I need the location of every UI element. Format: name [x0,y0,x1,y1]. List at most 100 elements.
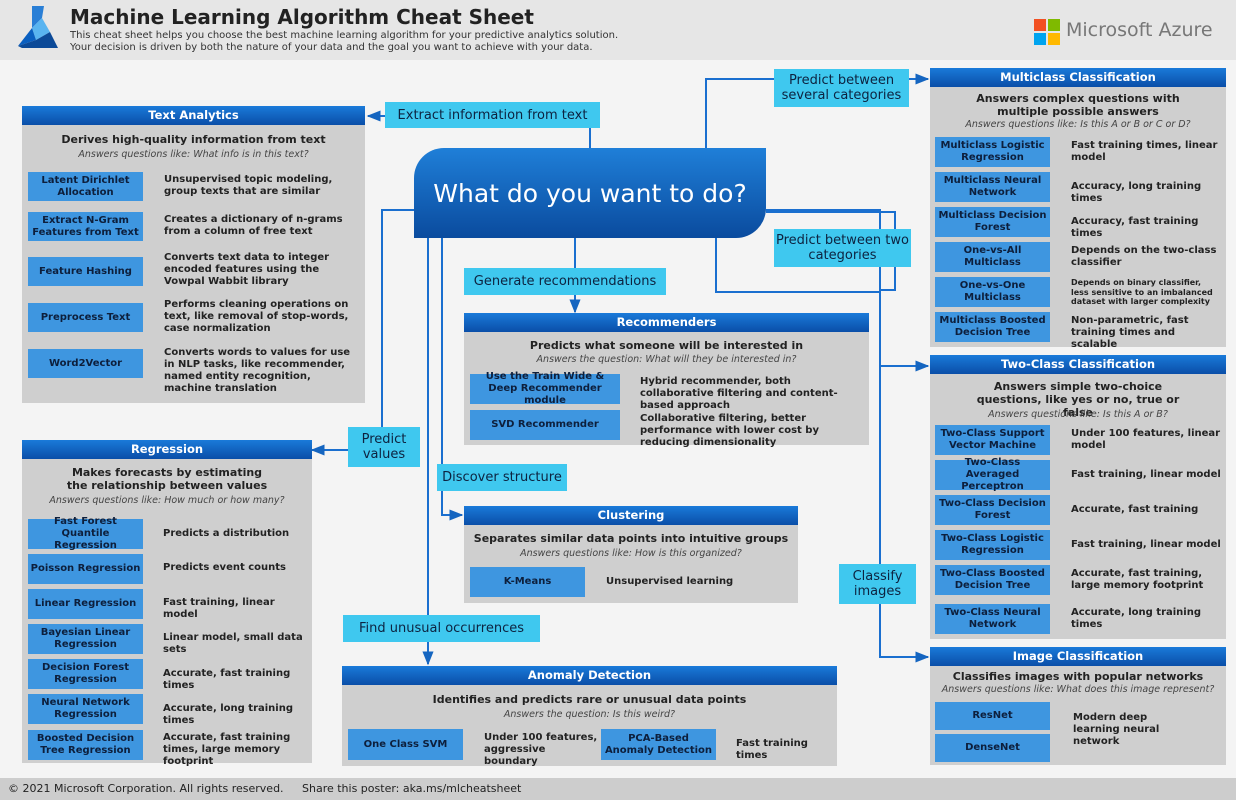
clustering-header: Clustering [464,506,798,525]
algo-two-class-boosted: Two-Class Boosted Decision Tree [935,565,1050,595]
algo-pca-anomaly: PCA-Based Anomaly Detection [601,729,716,760]
copyright-text: © 2021 Microsoft Corporation. All rights… [8,782,284,795]
desc-ngram: Creates a dictionary of n-grams from a c… [164,214,343,237]
algo-k-means: K-Means [470,567,585,597]
algo-linear-regression: Linear Regression [28,589,143,619]
desc-decision-forest-regression: Accurate, fast training times [163,668,291,691]
two-class-title: Answers simple two-choice questions, lik… [976,380,1180,419]
action-predict-two: Predict between two categories [774,229,911,267]
share-link[interactable]: Share this poster: aka.ms/mlcheatsheet [302,782,522,795]
algo-bayesian-linear: Bayesian Linear Regression [28,624,143,654]
desc-multiclass-logistic: Fast training times, linear model [1071,140,1218,163]
algo-multiclass-neural: Multiclass Neural Network [935,172,1050,202]
anomaly-detection-question: Answers the question: Is this weird? [503,709,676,720]
algo-boosted-decision-tree-regression: Boosted Decision Tree Regression [28,730,143,760]
two-class-panel: Two-Class Classification Answers simple … [930,355,1226,639]
desc-one-class-svm: Under 100 features, aggressive boundary [484,732,598,767]
algo-one-vs-one: One-vs-One Multiclass [935,277,1050,307]
desc-two-class-neural: Accurate, long training times [1071,607,1202,630]
desc-preprocess-text: Performs cleaning operations on text, li… [164,299,349,334]
image-classification-question: Answers questions like: What does this i… [941,684,1215,695]
algo-two-class-logistic: Two-Class Logistic Regression [935,530,1050,560]
algo-lda: Latent Dirichlet Allocation [28,172,143,201]
center-question: What do you want to do? [414,148,766,238]
image-classification-panel: Image Classification Classifies images w… [930,647,1226,765]
regression-panel: Regression Makes forecasts by estimating… [22,440,312,767]
algo-resnet: ResNet [935,702,1050,730]
desc-lda: Unsupervised topic modeling, group texts… [164,174,333,197]
line-to-regression [310,209,414,456]
desc-feature-hashing: Converts text data to integer encoded fe… [164,252,330,287]
algo-multiclass-boosted: Multiclass Boosted Decision Tree [935,312,1050,342]
algo-decision-forest-regression: Decision Forest Regression [28,659,143,689]
action-find-unusual: Find unusual occurrences [343,615,540,642]
action-generate-recommendations: Generate recommendations [464,268,666,295]
action-classify-images: Classify images [839,564,916,604]
desc-svd-recommender: Collaborative filtering, better performa… [640,413,819,448]
regression-question: Answers questions like: How much or how … [49,495,285,506]
action-extract-text: Extract information from text [385,102,600,128]
action-discover-structure: Discover structure [437,464,567,491]
recommenders-question: Answers the question: What will they be … [536,354,797,365]
text-analytics-panel: Text Analytics Derives high-quality info… [22,106,365,403]
multiclass-header: Multiclass Classification [930,68,1226,87]
algo-feature-hashing: Feature Hashing [28,257,143,286]
page-title: Machine Learning Algorithm Cheat Sheet [70,5,534,29]
clustering-title: Separates similar data points into intui… [473,532,789,545]
desc-two-class-svm: Under 100 features, linear model [1071,428,1221,451]
algo-fast-forest-quantile: Fast Forest Quantile Regression [28,516,143,551]
text-analytics-title: Derives high-quality information from te… [61,133,326,146]
subtitle-line-1: This cheat sheet helps you choose the be… [70,30,619,41]
line-to-two-class [766,209,930,372]
desc-wide-deep: Hybrid recommender, both collaborative f… [640,376,838,411]
algo-two-class-decision-forest: Two-Class Decision Forest [935,495,1050,525]
desc-fast-forest-quantile: Predicts a distribution [163,528,290,539]
line-to-image-class [766,211,930,663]
action-predict-values: Predict values [348,427,420,467]
algo-wide-deep: Use the Train Wide & Deep Recommender mo… [470,371,620,406]
multiclass-panel: Multiclass Classification Answers comple… [930,68,1226,350]
line-to-clustering [441,238,464,521]
algo-svd-recommender: SVD Recommender [470,410,620,440]
algo-multiclass-logistic: Multiclass Logistic Regression [935,137,1050,167]
desc-bayesian-linear: Linear model, small data sets [163,632,303,655]
desc-multiclass-decision-forest: Accuracy, fast training times [1071,216,1199,239]
line-center-right [715,238,880,293]
desc-image-networks: Modern deep learning neural network [1073,712,1160,747]
footer: © 2021 Microsoft Corporation. All rights… [0,778,1236,800]
multiclass-title: Answers complex questions with multiple … [976,92,1180,118]
two-class-question: Answers questions like: Is this A or B? [988,409,1168,420]
desc-two-class-decision-forest: Accurate, fast training [1071,504,1199,515]
algo-poisson: Poisson Regression [28,554,143,584]
image-classification-header: Image Classification [930,647,1226,666]
desc-linear-regression: Fast training, linear model [163,597,275,620]
algo-ngram: Extract N-Gram Features from Text [28,212,143,241]
algo-two-class-neural: Two-Class Neural Network [935,604,1050,634]
desc-k-means: Unsupervised learning [606,576,734,587]
desc-two-class-perceptron: Fast training, linear model [1071,469,1221,480]
header: Machine Learning Algorithm Cheat Sheet T… [0,0,1236,60]
two-class-header: Two-Class Classification [930,355,1226,374]
text-analytics-header: Text Analytics [22,106,365,125]
algo-densenet: DenseNet [935,734,1050,762]
desc-boosted-decision-tree-regression: Accurate, fast training times, large mem… [163,732,291,767]
algo-preprocess-text: Preprocess Text [28,303,143,332]
brand-name: Microsoft Azure [1066,19,1213,41]
desc-multiclass-boosted: Non-parametric, fast training times and … [1071,315,1189,350]
recommenders-header: Recommenders [464,313,869,332]
algo-word2vector: Word2Vector [28,349,143,378]
anomaly-detection-title: Identifies and predicts rare or unusual … [432,693,747,706]
desc-word2vector: Converts words to values for use in NLP … [164,347,351,394]
regression-title: Makes forecasts by estimating the relati… [66,466,268,492]
algo-neural-network-regression: Neural Network Regression [28,694,143,724]
azure-ml-logo-icon [18,6,58,48]
anomaly-detection-header: Anomaly Detection [342,666,837,685]
recommenders-title: Predicts what someone will be interested… [529,339,804,352]
recommenders-panel: Recommenders Predicts what someone will … [464,313,869,448]
anomaly-detection-panel: Anomaly Detection Identifies and predict… [342,666,837,767]
action-predict-several: Predict between several categories [774,69,909,107]
desc-neural-network-regression: Accurate, long training times [163,703,294,726]
algo-two-class-svm: Two-Class Support Vector Machine [935,425,1050,455]
algo-multiclass-decision-forest: Multiclass Decision Forest [935,207,1050,237]
algo-one-vs-all: One-vs-All Multiclass [935,242,1050,272]
